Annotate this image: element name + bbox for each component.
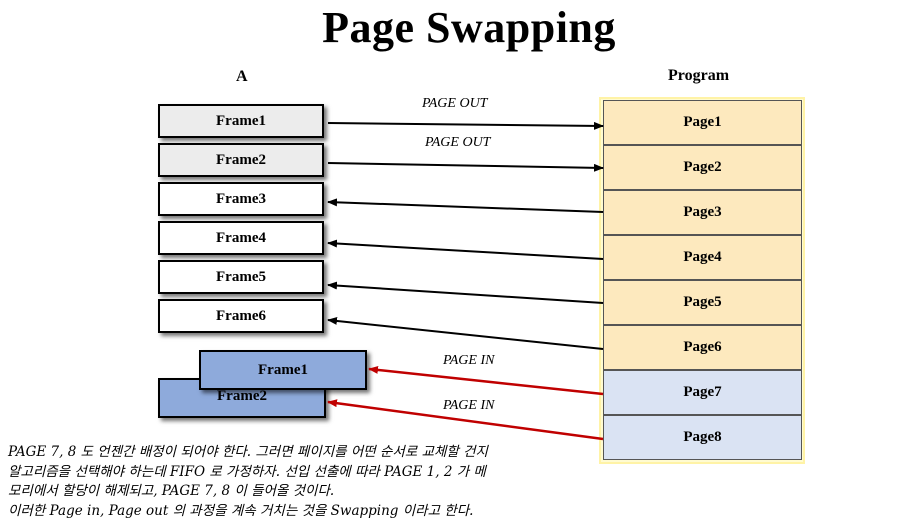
- page-in-label-2: PAGE IN: [443, 398, 495, 413]
- program-page-7: Page7: [603, 370, 802, 415]
- program-page-4: Page4: [603, 235, 802, 280]
- program-page-6: Page6: [603, 325, 802, 370]
- memory-frame-6: Frame6: [158, 299, 324, 333]
- released-frame-1: Frame1: [199, 350, 367, 390]
- memory-label: A: [236, 68, 248, 85]
- page-out-arrow-1: [327, 121, 604, 130]
- page4-to-frame4-arrow: [327, 239, 604, 260]
- memory-frame-3: Frame3: [158, 182, 324, 216]
- memory-frame-2: Frame2: [158, 143, 324, 177]
- page-in-arrow-7: [368, 365, 604, 396]
- page-out-arrow-2: [327, 162, 604, 172]
- program-page-2: Page2: [603, 145, 802, 190]
- program-page-1: Page1: [603, 100, 802, 145]
- description-line-2: 알고리즘을 선택해야 하는데 FIFO 로 가정하자. 선입 선출에 따라 PA…: [8, 463, 486, 480]
- page-out-label-1: PAGE OUT: [422, 96, 488, 111]
- memory-frame-1: Frame1: [158, 104, 324, 138]
- memory-frame-4: Frame4: [158, 221, 324, 255]
- page5-to-frame5-arrow: [327, 281, 604, 304]
- program-page-8: Page8: [603, 415, 802, 460]
- page-in-arrow-8: [327, 399, 604, 441]
- program-page-5: Page5: [603, 280, 802, 325]
- page-out-label-2: PAGE OUT: [425, 135, 491, 150]
- description-text: PAGE 7, 8 도 언젠간 배정이 되어야 한다. 그러면 페이지를 어떤 …: [8, 443, 598, 521]
- page-in-label-1: PAGE IN: [443, 353, 495, 368]
- page-title: Page Swapping: [322, 3, 616, 52]
- page3-to-frame3-arrow: [327, 198, 604, 213]
- memory-frame-5: Frame5: [158, 260, 324, 294]
- description-line-3: 모리에서 할당이 해제되고, PAGE 7, 8 이 들어올 것이다.: [8, 483, 335, 499]
- description-line-1: PAGE 7, 8 도 언젠간 배정이 되어야 한다. 그러면 페이지를 어떤 …: [8, 444, 488, 460]
- page6-to-frame6-arrow: [327, 316, 604, 350]
- program-page-3: Page3: [603, 190, 802, 235]
- program-label: Program: [668, 67, 730, 84]
- description-line-4: 이러한 Page in, Page out 의 과정을 계속 거치는 것을 Sw…: [8, 502, 474, 519]
